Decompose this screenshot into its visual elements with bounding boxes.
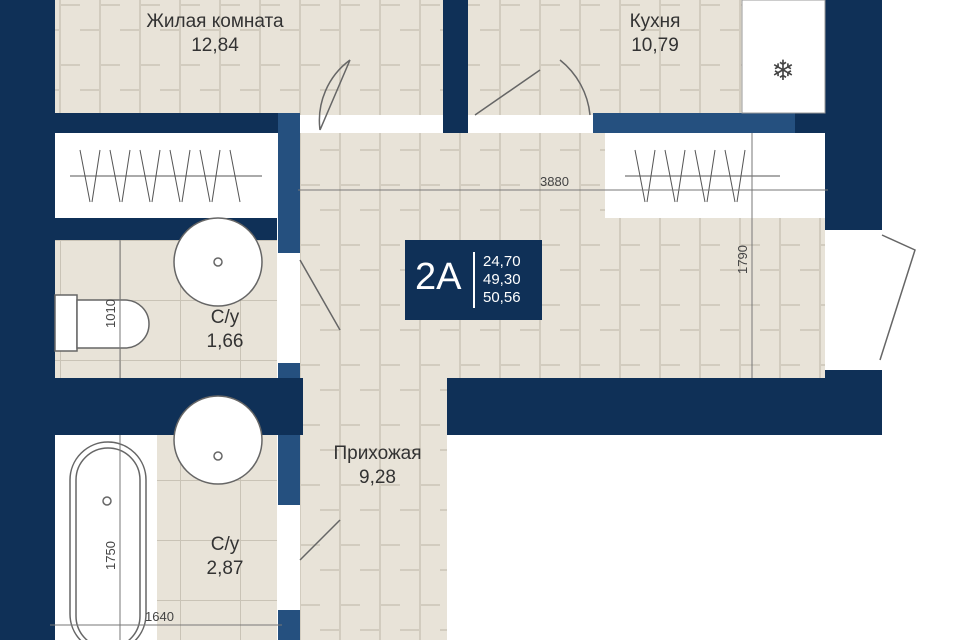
room-name: Кухня — [629, 11, 681, 32]
snowflake-icon: ❄ — [771, 55, 794, 86]
partitions — [278, 113, 795, 640]
room-label-wc2: С/у 2,87 — [175, 533, 275, 581]
dim-hall-depth: 1790 — [734, 245, 750, 274]
total-area-with-balcony: 50,56 — [483, 289, 521, 306]
kitchen-floor — [468, 0, 743, 115]
room-name: С/у — [210, 307, 240, 328]
living-room-floor — [55, 0, 445, 115]
dim-bath-room-width: 1640 — [145, 609, 174, 624]
room-area: 2,87 — [206, 558, 244, 579]
room-label-hall: Прихожая 9,28 — [310, 442, 445, 490]
room-area: 12,84 — [191, 35, 239, 56]
total-area: 49,30 — [483, 271, 521, 288]
dim-bath-length: 1750 — [102, 541, 118, 570]
room-area: 1,66 — [206, 331, 244, 352]
room-name: С/у — [210, 534, 240, 555]
room-name: Жилая комната — [146, 11, 284, 32]
wardrobe-kitchen — [605, 133, 825, 218]
room-label-wc1: С/у 1,66 — [175, 306, 275, 354]
room-area: 9,28 — [359, 467, 396, 488]
room-label-kitchen: Кухня 10,79 — [580, 10, 730, 58]
dim-wc-width: 1010 — [102, 299, 118, 328]
corridor-floor — [300, 378, 447, 640]
badge-divider — [473, 252, 475, 308]
living-area: 24,70 — [483, 253, 521, 270]
wardrobe-left — [55, 133, 277, 218]
fridge — [741, 0, 826, 114]
toilet — [54, 294, 78, 352]
apartment-badge: 2A 24,70 49,30 50,56 — [405, 240, 542, 320]
doors — [299, 59, 916, 561]
apartment-type: 2A — [415, 256, 462, 298]
room-label-living: Жилая комната 12,84 — [110, 10, 320, 58]
dim-corridor-width: 3880 — [540, 174, 569, 189]
room-area: 10,79 — [631, 35, 679, 56]
sink-wc2 — [173, 395, 263, 485]
room-name: Прихожая — [333, 443, 422, 464]
